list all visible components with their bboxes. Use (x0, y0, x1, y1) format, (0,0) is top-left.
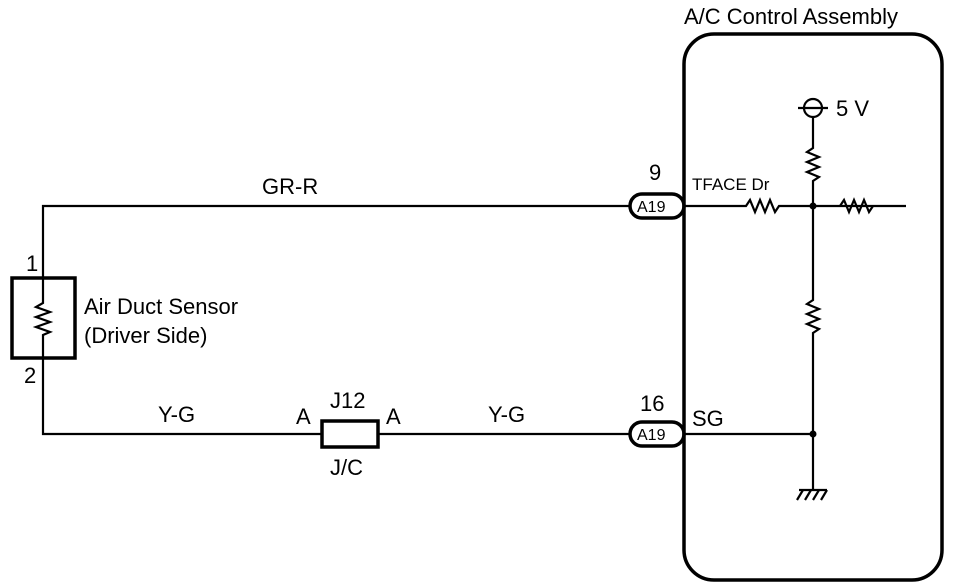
sensor-name-line2: (Driver Side) (84, 323, 207, 348)
junction-terminal-right: A (386, 404, 401, 429)
connector-bottom-signal: SG (692, 406, 724, 431)
connector-top-id: A19 (637, 199, 666, 216)
ground-icon (796, 434, 828, 501)
control-assembly-title: A/C Control Assembly (684, 4, 898, 29)
connector-top-signal: TFACE Dr (692, 175, 770, 194)
resistor-icon (32, 278, 54, 358)
wire-y-g-left (41, 358, 322, 436)
internal-wire-tface (684, 197, 906, 215)
junction-connector-j12 (320, 419, 380, 449)
junction-type: J/C (330, 455, 363, 480)
wire-label-y-g-left: Y-G (158, 402, 195, 427)
power-label: 5 V (836, 96, 869, 121)
wire-label-y-g-right: Y-G (488, 402, 525, 427)
sensor-pin-2: 2 (24, 363, 36, 388)
resistor-icon (839, 197, 874, 215)
wire-label-gr-r: GR-R (262, 174, 318, 199)
connector-bottom-id: A19 (637, 427, 666, 444)
resistor-icon (804, 206, 822, 434)
connector-bottom-pin: 16 (640, 391, 664, 416)
resistor-icon (804, 117, 822, 206)
sensor-name-line1: Air Duct Sensor (84, 294, 238, 319)
junction-id: J12 (330, 388, 365, 413)
power-terminal-icon (798, 97, 828, 119)
wire-gr-r (41, 204, 630, 277)
connector-top-pin: 9 (649, 160, 661, 185)
control-assembly-box (682, 32, 944, 582)
sensor-pin-1: 1 (26, 251, 38, 276)
junction-terminal-left: A (296, 404, 311, 429)
